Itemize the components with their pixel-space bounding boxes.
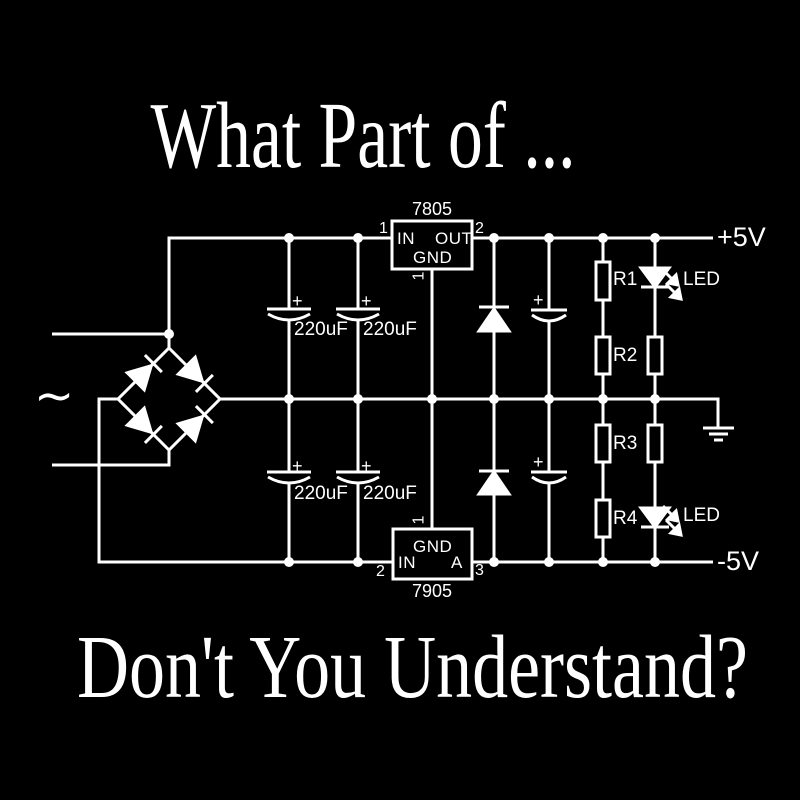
led-bottom-label: LED (683, 505, 720, 526)
resistor-icon-r3 (594, 399, 612, 464)
led-icon-bottom (638, 399, 683, 562)
bridge-diode-icon (175, 354, 214, 393)
plus-polarity-mark: + (361, 456, 372, 476)
positive-rail-label: +5V (717, 222, 766, 252)
capacitor-icon-output-bottom (531, 399, 567, 562)
regulator-7905-part-label: 7905 (411, 581, 453, 601)
ground-symbol-icon (703, 426, 734, 442)
title-top: What Part of ... (150, 84, 576, 188)
regulator-7805-pin1-label: 1 (379, 220, 388, 237)
plus-polarity-mark: + (533, 452, 544, 472)
capacitor-c3-value: 220uF (294, 483, 348, 504)
capacitor-icon-output-top (531, 238, 567, 399)
capacitor-c4-value: 220uF (363, 483, 417, 504)
regulator-7805-part-label: 7805 (411, 199, 453, 219)
capacitor-icon-c3 (267, 399, 311, 562)
regulator-7905-out-label: A (451, 553, 463, 572)
bridge-rectifier (115, 345, 223, 453)
capacitor-icon-c2 (336, 238, 380, 399)
capacitor-icon-c4 (336, 399, 380, 562)
plus-polarity-mark: + (292, 456, 303, 476)
diode-icon-top (476, 238, 512, 399)
regulator-7905-gndpin-label: 1 (410, 515, 428, 525)
led-light-arrow-icon (661, 504, 680, 523)
led-light-arrow-icon (664, 518, 683, 537)
plus-polarity-mark: + (292, 291, 303, 311)
regulator-7905-in-label: IN (398, 553, 416, 572)
regulator-7805-out-label: OUT (435, 229, 473, 248)
resistor-icon-r1 (594, 238, 612, 302)
junction-dots (164, 233, 660, 567)
negative-rail-wire (97, 397, 713, 564)
ground-rail-wire (220, 397, 720, 427)
led-icon-top (638, 238, 683, 399)
diode-icon-bottom (476, 399, 512, 562)
bridge-diode-icon (124, 405, 163, 444)
resistor-icon-r2 (594, 300, 612, 399)
regulator-7805-pin2-label: 2 (475, 220, 484, 237)
regulator-7905-gnd-label: GND (413, 537, 453, 556)
positive-rail-wire (167, 236, 713, 348)
led-light-arrow-icon (664, 282, 683, 301)
resistor-r2-label: R2 (613, 345, 638, 366)
plus-polarity-mark: + (361, 291, 372, 311)
resistor-r3-label: R3 (613, 433, 638, 454)
regulator-7905-box (391, 527, 474, 581)
led-top-label: LED (683, 269, 720, 290)
bridge-diode-icon (175, 405, 214, 444)
regulator-7905-pin3-label: 3 (475, 562, 484, 579)
bridge-diode-icon (124, 354, 163, 393)
resistor-icon-r4 (594, 462, 612, 562)
capacitor-c2-value: 220uF (363, 319, 417, 340)
capacitor-c1-value: 220uF (294, 319, 348, 340)
led-light-arrow-icon (661, 268, 680, 287)
resistor-r4-label: R4 (613, 508, 638, 529)
regulator-7805-in-label: IN (397, 229, 415, 248)
plus-polarity-mark: + (533, 290, 544, 310)
ac-source-icon: ∼ (34, 368, 75, 424)
title-bottom: Don't You Understand? (77, 618, 748, 717)
capacitor-icon-c1 (267, 238, 311, 399)
regulator-7805-gnd-label: GND (413, 248, 453, 267)
resistor-r1-label: R1 (613, 269, 638, 290)
regulator-7805-box (390, 219, 474, 271)
negative-rail-label: -5V (717, 546, 760, 576)
regulator-7905-pin2-label: 2 (376, 563, 385, 580)
ac-input-wires (52, 332, 171, 467)
regulator-7805-gndpin-label: 1 (410, 271, 428, 281)
